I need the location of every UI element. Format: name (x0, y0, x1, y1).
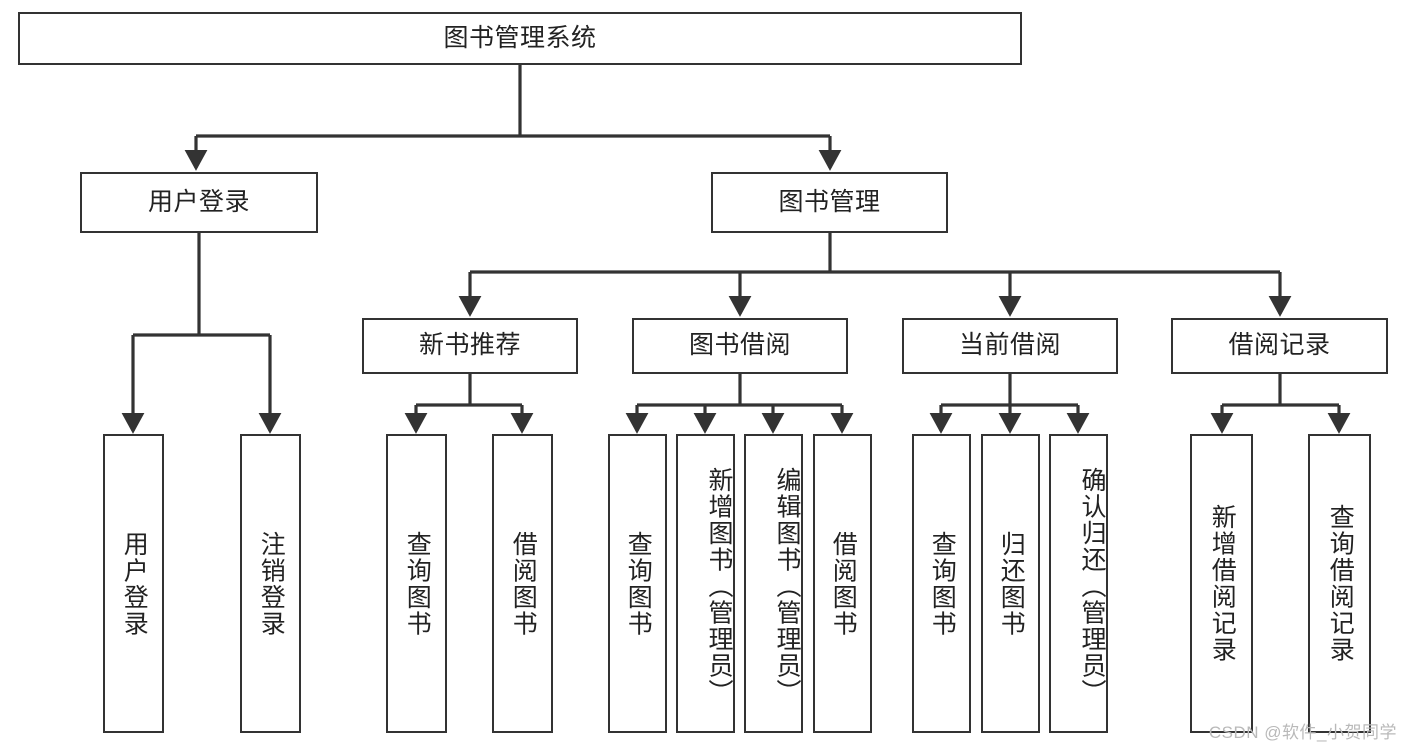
node-book-management-label: 图书管理 (778, 187, 881, 216)
node-new-book-recommend[interactable]: 新书推荐 (362, 318, 578, 374)
node-leaf-user-login-label: 用户登录 (120, 530, 149, 637)
node-leaf-return-book[interactable]: 归还图书 (981, 434, 1040, 733)
node-leaf-add-record-label: 新增借阅记录 (1208, 504, 1237, 663)
node-user-login[interactable]: 用户登录 (80, 172, 318, 233)
node-current-borrow-label: 当前借阅 (958, 331, 1061, 360)
csdn-watermark: CSDN @软件_小贺同学 (1208, 723, 1397, 742)
node-leaf-edit-book[interactable]: 编辑图书（管理员） (744, 434, 803, 733)
node-leaf-add-record[interactable]: 新增借阅记录 (1190, 434, 1253, 733)
node-borrow-record[interactable]: 借阅记录 (1171, 318, 1388, 374)
node-new-book-recommend-label: 新书推荐 (418, 331, 521, 360)
node-book-management[interactable]: 图书管理 (711, 172, 948, 233)
node-leaf-borrow-book-1[interactable]: 借阅图书 (492, 434, 553, 733)
node-leaf-edit-book-label: 编辑图书（管理员） (773, 467, 801, 706)
node-leaf-return-book-label: 归还图书 (997, 530, 1026, 637)
node-leaf-borrow-book-2[interactable]: 借阅图书 (813, 434, 872, 733)
node-leaf-user-logout-label: 注销登录 (257, 530, 286, 637)
node-leaf-confirm-return[interactable]: 确认归还（管理员） (1049, 434, 1108, 733)
node-leaf-query-book-2[interactable]: 查询图书 (608, 434, 667, 733)
node-book-borrow-label: 图书借阅 (688, 331, 791, 360)
node-current-borrow[interactable]: 当前借阅 (902, 318, 1118, 374)
node-root-label: 图书管理系统 (443, 23, 597, 52)
node-leaf-confirm-return-label: 确认归还（管理员） (1078, 467, 1106, 706)
node-leaf-query-book-1-label: 查询图书 (403, 530, 432, 637)
node-leaf-add-book-label: 新增图书（管理员） (705, 467, 733, 706)
node-leaf-add-book[interactable]: 新增图书（管理员） (676, 434, 735, 733)
node-leaf-query-book-2-label: 查询图书 (624, 530, 653, 637)
node-leaf-borrow-book-2-label: 借阅图书 (829, 530, 858, 637)
node-root[interactable]: 图书管理系统 (18, 12, 1022, 65)
node-leaf-user-logout[interactable]: 注销登录 (240, 434, 301, 733)
node-leaf-query-record[interactable]: 查询借阅记录 (1308, 434, 1371, 733)
node-user-login-label: 用户登录 (147, 187, 250, 216)
node-borrow-record-label: 借阅记录 (1228, 331, 1331, 360)
node-book-borrow[interactable]: 图书借阅 (632, 318, 848, 374)
node-leaf-query-book-3[interactable]: 查询图书 (912, 434, 971, 733)
node-leaf-query-book-1[interactable]: 查询图书 (386, 434, 447, 733)
node-leaf-query-record-label: 查询借阅记录 (1326, 504, 1355, 663)
node-leaf-user-login[interactable]: 用户登录 (103, 434, 164, 733)
node-leaf-query-book-3-label: 查询图书 (928, 530, 957, 637)
node-leaf-borrow-book-1-label: 借阅图书 (509, 530, 538, 637)
